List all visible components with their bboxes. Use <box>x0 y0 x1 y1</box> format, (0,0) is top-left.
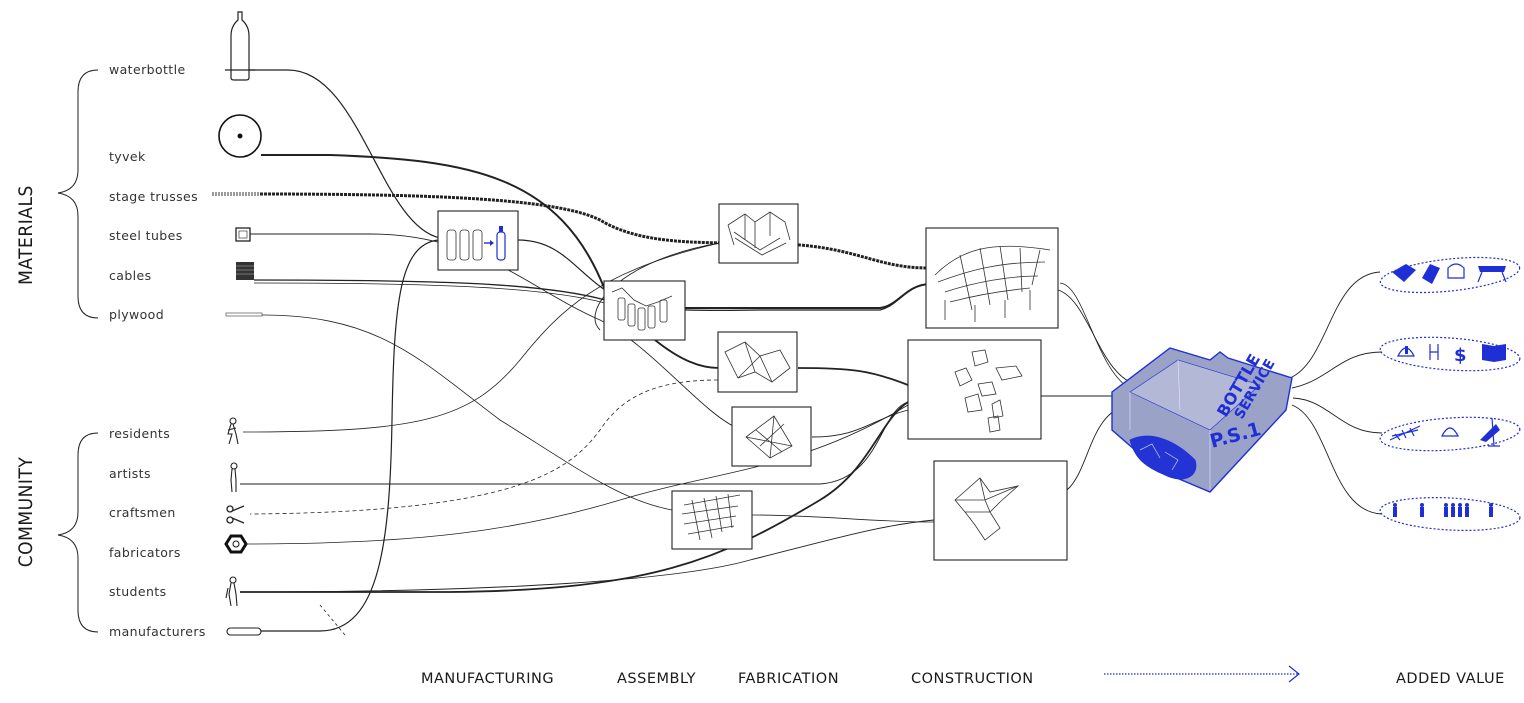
added-value-cluster-services: $ <box>1379 336 1521 372</box>
stage-label-construction: CONSTRUCTION <box>911 671 1034 687</box>
manufacturing-bottles-panel <box>437 210 519 271</box>
community-label-residents: residents <box>109 426 170 441</box>
cable-spool-icon <box>236 262 254 280</box>
plywood-icon <box>225 312 263 317</box>
added-value-cluster-infrastructure <box>1379 416 1521 452</box>
student-figure-icon <box>225 576 238 607</box>
stage-label-manufacturing: MANUFACTURING <box>421 671 554 687</box>
material-label-stage-trusses: stage trusses <box>109 189 198 204</box>
materials-group-label: MATERIALS <box>15 185 37 285</box>
flow-lines <box>239 69 1383 636</box>
dollar-sign-icon: $ <box>1454 345 1467 366</box>
resident-figure-icon <box>227 417 239 445</box>
assembly-bottle-module-panel <box>603 280 686 341</box>
added-value-cluster-objects <box>1379 256 1521 294</box>
stage-label-added-value: ADDED VALUE <box>1396 671 1505 687</box>
fabrication-faceted-form-panel <box>731 406 812 467</box>
construction-assembled-form-panel <box>933 460 1068 561</box>
community-label-students: students <box>109 584 167 599</box>
construction-roof-canopy-panel <box>925 227 1059 329</box>
materials-brace <box>57 69 99 319</box>
stage-label-assembly: ASSEMBLY <box>617 671 696 687</box>
truss-structure-panel <box>718 203 799 264</box>
added-value-cluster-people <box>1379 497 1521 531</box>
material-label-tyvek: tyvek <box>109 149 146 164</box>
material-label-cables: cables <box>109 268 152 283</box>
material-label-steel-tubes: steel tubes <box>109 228 183 243</box>
material-label-waterbottle: waterbottle <box>109 62 186 77</box>
construction-components-panel <box>907 339 1042 440</box>
progress-arrow-icon <box>1104 665 1300 683</box>
bottle-service-building: BOTTLE SERVICE P.S.1 <box>1111 347 1293 493</box>
community-label-fabricators: fabricators <box>109 545 181 560</box>
community-label-craftsmen: craftsmen <box>109 505 176 520</box>
fabrication-lattice-panel <box>671 490 753 550</box>
community-brace <box>57 432 99 633</box>
steel-tube-icon <box>235 227 251 242</box>
artist-figure-icon <box>230 462 238 493</box>
hex-nut-icon <box>224 534 248 554</box>
stage-label-fabrication: FABRICATION <box>738 671 839 687</box>
material-label-plywood: plywood <box>109 307 164 322</box>
community-label-manufacturers: manufacturers <box>109 624 206 639</box>
community-label-artists: artists <box>109 466 151 481</box>
fabrication-panels-sketch <box>717 331 798 393</box>
community-group-label: COMMUNITY <box>15 457 37 568</box>
scissors-icon <box>226 505 245 524</box>
tyvek-roll-icon <box>218 114 262 158</box>
manufacturer-pipe-icon <box>226 627 262 636</box>
